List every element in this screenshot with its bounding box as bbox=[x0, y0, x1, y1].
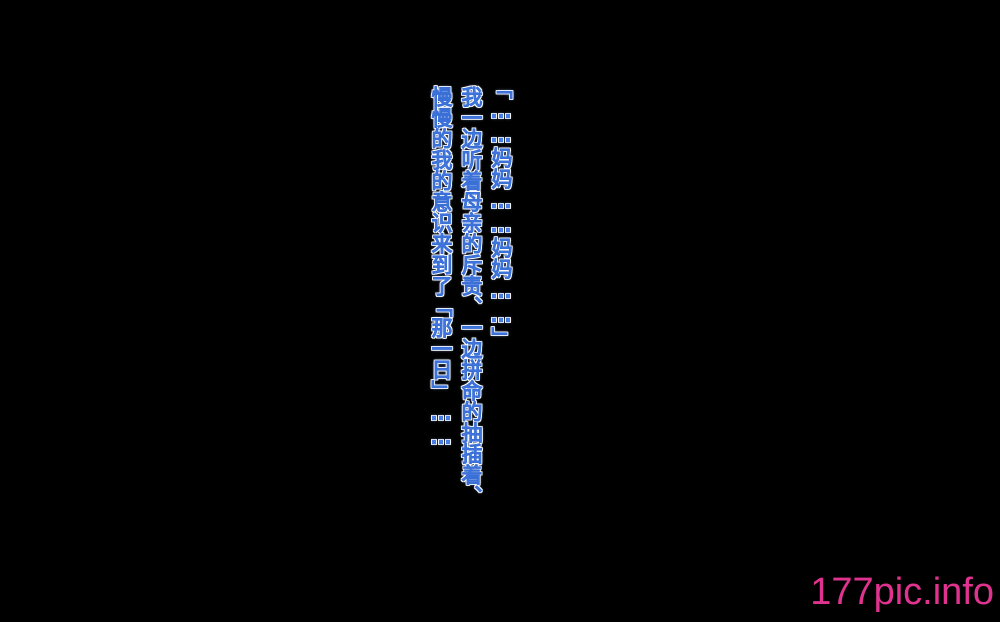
text-line-3: 慢慢的我的意识来到了「那一日」…… bbox=[429, 86, 453, 449]
text-line-1: 「……妈妈……妈妈……」 bbox=[489, 78, 513, 348]
text-line-2: 我一边听着母亲的斥责、一边拼命的抽插着、 bbox=[459, 86, 483, 506]
watermark: 177pic.info bbox=[810, 571, 994, 613]
